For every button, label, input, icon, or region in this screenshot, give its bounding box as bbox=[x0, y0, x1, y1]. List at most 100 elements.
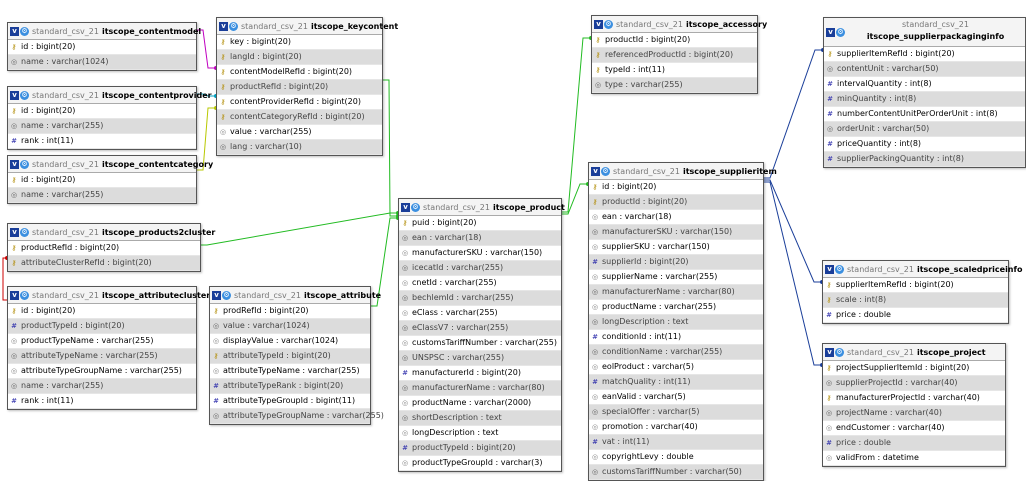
column-row[interactable]: #priceQuantity : int(8) bbox=[824, 137, 1025, 152]
column-row[interactable]: ⚷projectSupplierItemId : bigint(20) bbox=[823, 361, 1005, 376]
column-row[interactable]: ◎productTypeGroupId : varchar(3) bbox=[399, 456, 561, 471]
column-row[interactable]: ⚷id : bigint(20) bbox=[8, 104, 196, 119]
column-row[interactable]: ◎value : varchar(255) bbox=[217, 125, 382, 140]
column-row[interactable]: ◎orderUnit : varchar(50) bbox=[824, 122, 1025, 137]
column-row[interactable]: ◎shortDescription : text bbox=[399, 411, 561, 426]
column-row[interactable]: ◎UNSPSC : varchar(255) bbox=[399, 351, 561, 366]
column-row[interactable]: #rank : int(11) bbox=[8, 134, 196, 149]
gear-icon[interactable]: ⚙ bbox=[836, 28, 845, 37]
column-row[interactable]: ◎longDescription : text bbox=[399, 426, 561, 441]
column-row[interactable]: #productTypeId : bigint(20) bbox=[399, 441, 561, 456]
column-row[interactable]: #price : double bbox=[823, 308, 1008, 323]
column-row[interactable]: ◎supplierSKU : varchar(150) bbox=[589, 240, 763, 255]
column-row[interactable]: ◎longDescription : text bbox=[589, 315, 763, 330]
column-row[interactable]: ◎cnetId : varchar(255) bbox=[399, 276, 561, 291]
column-row[interactable]: ◎icecatId : varchar(255) bbox=[399, 261, 561, 276]
column-row[interactable]: ⚷productRefId : bigint(20) bbox=[8, 241, 200, 256]
column-row[interactable]: ◎validFrom : datetime bbox=[823, 451, 1005, 466]
gear-icon[interactable]: ⚙ bbox=[835, 264, 844, 274]
column-row[interactable]: ◎type : varchar(255) bbox=[592, 78, 757, 93]
column-row[interactable]: ⚷id : bigint(20) bbox=[8, 173, 196, 188]
column-row[interactable]: ◎eClass : varchar(255) bbox=[399, 306, 561, 321]
view-toggle-icon[interactable]: v bbox=[826, 28, 835, 37]
column-row[interactable]: ◎attributeTypeGroupName : varchar(255) bbox=[8, 364, 196, 379]
column-row[interactable]: #vat : int(11) bbox=[589, 435, 763, 450]
column-row[interactable]: ◎productName : varchar(255) bbox=[589, 300, 763, 315]
column-row[interactable]: ◎copyrightLevy : double bbox=[589, 450, 763, 465]
column-row[interactable]: ◎bechlemId : varchar(255) bbox=[399, 291, 561, 306]
column-row[interactable]: ◎manufacturerSKU : varchar(150) bbox=[589, 225, 763, 240]
column-row[interactable]: ⚷prodRefId : bigint(20) bbox=[210, 304, 370, 319]
column-row[interactable]: ◎eanValid : varchar(5) bbox=[589, 390, 763, 405]
column-row[interactable]: ◎lang : varchar(10) bbox=[217, 140, 382, 155]
column-row[interactable]: ◎supplierName : varchar(255) bbox=[589, 270, 763, 285]
view-toggle-icon[interactable]: v bbox=[10, 159, 19, 169]
view-toggle-icon[interactable]: v bbox=[825, 264, 834, 274]
column-row[interactable]: ⚷contentModelRefId : bigint(20) bbox=[217, 65, 382, 80]
column-row[interactable]: #intervalQuantity : int(8) bbox=[824, 77, 1025, 92]
column-row[interactable]: #numberContentUnitPerOrderUnit : int(8) bbox=[824, 107, 1025, 122]
gear-icon[interactable]: ⚙ bbox=[229, 21, 238, 31]
column-row[interactable]: #attributeTypeRank : bigint(20) bbox=[210, 379, 370, 394]
gear-icon[interactable]: ⚙ bbox=[601, 166, 610, 176]
column-row[interactable]: ◎customsTariffNumber : varchar(255) bbox=[399, 336, 561, 351]
view-toggle-icon[interactable]: v bbox=[212, 290, 221, 300]
column-row[interactable]: #productTypeId : bigint(20) bbox=[8, 319, 196, 334]
view-toggle-icon[interactable]: v bbox=[10, 90, 19, 100]
column-row[interactable]: ◎ean : varchar(18) bbox=[399, 231, 561, 246]
gear-icon[interactable]: ⚙ bbox=[604, 19, 613, 29]
column-row[interactable]: ⚷supplierItemRefId : bigint(20) bbox=[824, 47, 1025, 62]
column-row[interactable]: ⚷productRefId : bigint(20) bbox=[217, 80, 382, 95]
gear-icon[interactable]: ⚙ bbox=[20, 290, 29, 300]
column-row[interactable]: ⚷referencedProductId : bigint(20) bbox=[592, 48, 757, 63]
column-row[interactable]: ◎projectName : varchar(40) bbox=[823, 406, 1005, 421]
view-toggle-icon[interactable]: v bbox=[10, 227, 19, 237]
column-row[interactable]: ⚷langId : bigint(20) bbox=[217, 50, 382, 65]
column-row[interactable]: ◎productName : varchar(2000) bbox=[399, 396, 561, 411]
column-row[interactable]: ⚷attributeClusterRefId : bigint(20) bbox=[8, 256, 200, 271]
column-row[interactable]: ◎contentUnit : varchar(50) bbox=[824, 62, 1025, 77]
column-row[interactable]: ◎promotion : varchar(40) bbox=[589, 420, 763, 435]
column-row[interactable]: #matchQuality : int(11) bbox=[589, 375, 763, 390]
column-row[interactable]: #supplierId : bigint(20) bbox=[589, 255, 763, 270]
column-row[interactable]: ◎attributeTypeName : varchar(255) bbox=[210, 364, 370, 379]
column-row[interactable]: ◎name : varchar(255) bbox=[8, 379, 196, 394]
column-row[interactable]: ⚷typeId : int(11) bbox=[592, 63, 757, 78]
column-row[interactable]: ◎name : varchar(255) bbox=[8, 119, 196, 134]
column-row[interactable]: ⚷contentProviderRefId : bigint(20) bbox=[217, 95, 382, 110]
view-toggle-icon[interactable]: v bbox=[594, 19, 603, 29]
column-row[interactable]: ◎productTypeName : varchar(255) bbox=[8, 334, 196, 349]
column-row[interactable]: ⚷productId : bigint(20) bbox=[589, 195, 763, 210]
column-row[interactable]: #rank : int(11) bbox=[8, 394, 196, 409]
view-toggle-icon[interactable]: v bbox=[401, 202, 410, 212]
column-row[interactable]: #attributeTypeGroupId : bigint(11) bbox=[210, 394, 370, 409]
column-row[interactable]: ◎name : varchar(1024) bbox=[8, 55, 196, 70]
column-row[interactable]: #supplierPackingQuantity : int(8) bbox=[824, 152, 1025, 167]
gear-icon[interactable]: ⚙ bbox=[20, 26, 29, 36]
column-row[interactable]: ◎eolProduct : varchar(5) bbox=[589, 360, 763, 375]
column-row[interactable]: ◎supplierProjectId : varchar(40) bbox=[823, 376, 1005, 391]
column-row[interactable]: ⚷supplierItemRefId : bigint(20) bbox=[823, 278, 1008, 293]
gear-icon[interactable]: ⚙ bbox=[20, 90, 29, 100]
column-row[interactable]: ◎name : varchar(255) bbox=[8, 188, 196, 203]
column-row[interactable]: #conditionId : int(11) bbox=[589, 330, 763, 345]
column-row[interactable]: ⚷id : bigint(20) bbox=[8, 304, 196, 319]
